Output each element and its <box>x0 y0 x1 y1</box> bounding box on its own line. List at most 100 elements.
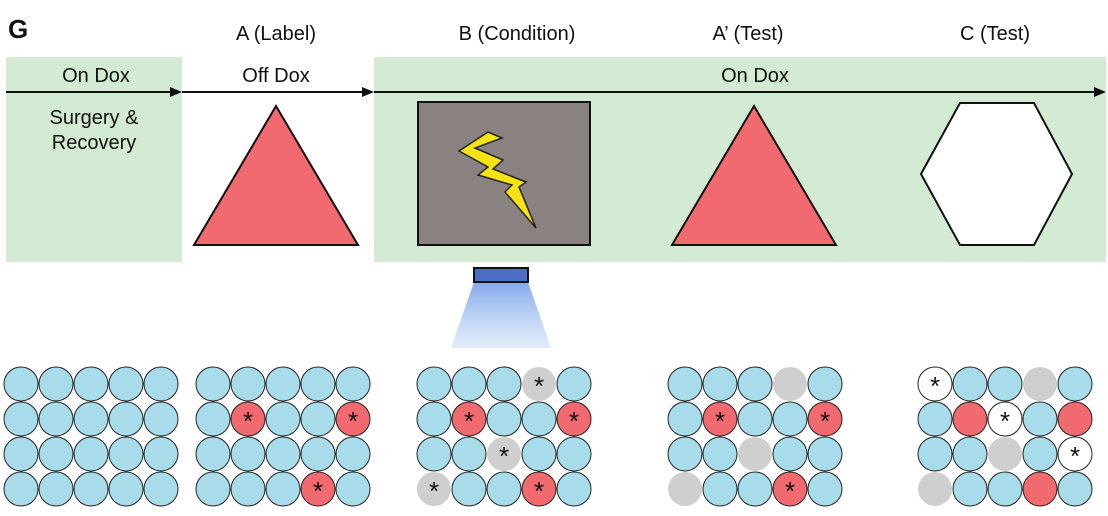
neuron-cell <box>773 367 807 401</box>
neuron-cell <box>108 366 144 402</box>
neuron-cell <box>1057 366 1093 402</box>
neuron-cell <box>667 366 703 402</box>
neuron-cell <box>556 401 592 437</box>
neuron-cell <box>486 401 522 437</box>
neuron-cell <box>917 436 953 472</box>
neuron-cell <box>3 436 39 472</box>
engram-star-marker: * <box>313 476 323 506</box>
neuron-cell <box>38 436 74 472</box>
neuron-cell <box>230 471 266 507</box>
cell-grid-1 <box>3 366 179 507</box>
dox-band-first <box>6 57 182 262</box>
light-source-icon <box>473 267 529 283</box>
neuron-cell <box>486 471 522 507</box>
neuron-cell <box>737 471 773 507</box>
neuron-cell <box>143 436 179 472</box>
engram-star-marker: * <box>429 476 439 506</box>
context-hexagon-c <box>919 102 1074 246</box>
neuron-cell <box>667 401 703 437</box>
light-beam <box>451 282 551 348</box>
neuron-cell <box>108 436 144 472</box>
neuron-cell <box>952 366 988 402</box>
neuron-cell <box>300 366 336 402</box>
neuron-cell <box>1022 471 1058 507</box>
off-dox-label: Off Dox <box>242 65 309 87</box>
phase-label-a-prime: A’ (Test) <box>712 23 783 45</box>
cell-grid-5: * * * <box>917 366 1093 507</box>
neuron-cell <box>556 471 592 507</box>
cell-grid-2: *** <box>195 366 371 507</box>
engram-star-marker: * <box>930 371 940 401</box>
neuron-cell <box>143 366 179 402</box>
neuron-cell <box>556 366 592 402</box>
cell-grid-4: * * * <box>667 366 843 507</box>
engram-star-marker: * <box>1000 406 1010 436</box>
context-triangle-a <box>192 104 360 246</box>
neuron-cell <box>300 471 336 507</box>
engram-star-marker: * <box>243 406 253 436</box>
phase-label-b: B (Condition) <box>459 23 576 45</box>
engram-star-marker: * <box>1070 441 1080 471</box>
neuron-cell <box>73 366 109 402</box>
neuron-cell <box>265 436 301 472</box>
neuron-cell <box>521 401 557 437</box>
neuron-cell <box>195 471 231 507</box>
neuron-cell <box>1057 401 1093 437</box>
neuron-cell <box>772 471 808 507</box>
surgery-label-line1: Surgery & <box>50 107 140 129</box>
neuron-cell <box>300 401 336 437</box>
neuron-cell <box>108 401 144 437</box>
neuron-cell <box>1057 471 1093 507</box>
neuron-cell <box>143 471 179 507</box>
neuron-cell <box>807 471 843 507</box>
engram-star-marker: * <box>820 406 830 436</box>
neuron-cell <box>73 436 109 472</box>
neuron-cell <box>952 401 988 437</box>
neuron-cell <box>417 472 451 506</box>
neuron-cell <box>3 471 39 507</box>
context-shock-box <box>417 101 591 246</box>
neuron-cell <box>918 472 952 506</box>
neuron-cell <box>772 401 808 437</box>
neuron-cell <box>451 436 487 472</box>
neuron-cell <box>987 366 1023 402</box>
engram-star-marker: * <box>534 476 544 506</box>
neuron-cell <box>195 436 231 472</box>
neuron-cell <box>335 401 371 437</box>
engram-star-marker: * <box>499 441 509 471</box>
neuron-cell <box>917 401 953 437</box>
panel-label: G <box>8 14 28 44</box>
engram-star-marker: * <box>785 476 795 506</box>
neuron-cell <box>487 437 521 471</box>
neuron-cell <box>38 366 74 402</box>
neuron-cell <box>451 366 487 402</box>
engram-star-marker: * <box>569 406 579 436</box>
neuron-cell <box>143 401 179 437</box>
on-dox-label-second: On Dox <box>721 65 789 87</box>
neuron-cell <box>195 366 231 402</box>
neuron-cell <box>3 366 39 402</box>
neuron-cell <box>38 471 74 507</box>
neuron-cell <box>265 366 301 402</box>
neuron-cell <box>702 436 738 472</box>
neuron-cell <box>230 401 266 437</box>
surgery-label-line2: Recovery <box>52 132 136 154</box>
neuron-cell <box>738 437 772 471</box>
neuron-cell <box>702 401 738 437</box>
neuron-cell <box>556 436 592 472</box>
neuron-cell <box>265 471 301 507</box>
engram-star-marker: * <box>464 406 474 436</box>
cell-grids: *************** <box>3 366 1093 507</box>
neuron-cell <box>73 471 109 507</box>
neuron-cell <box>1023 367 1057 401</box>
engram-star-marker: * <box>715 406 725 436</box>
neuron-cell <box>807 366 843 402</box>
neuron-cell <box>300 436 336 472</box>
cell-grid-3: ****** <box>416 366 592 507</box>
neuron-cell <box>335 471 371 507</box>
neuron-cell <box>772 436 808 472</box>
neuron-cell <box>335 366 371 402</box>
neuron-cell <box>230 366 266 402</box>
